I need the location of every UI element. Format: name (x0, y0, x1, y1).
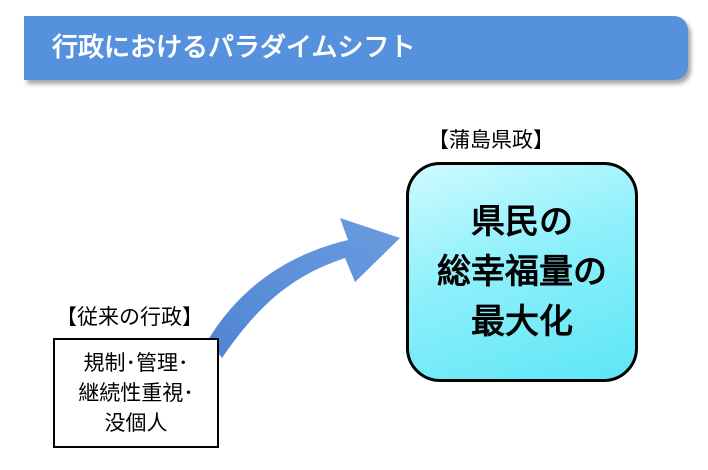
arrow-shape (208, 218, 400, 358)
old-policy-line: 規制･管理･ (83, 351, 189, 375)
old-policy-box: 規制･管理･ 継続性重視･ 没個人 (53, 338, 219, 448)
old-policy-label: 【従来の行政】 (56, 305, 203, 329)
old-policy-line: 没個人 (104, 411, 168, 435)
slide-title: 行政におけるパラダイムシフト (52, 33, 416, 63)
old-policy-line: 継続性重視･ (78, 381, 194, 405)
new-policy-line: 最大化 (471, 302, 573, 342)
new-policy-line: 県民の (471, 202, 573, 242)
title-banner: 行政におけるパラダイムシフト (24, 16, 688, 80)
new-policy-box: 県民の 総幸福量の 最大化 (406, 162, 638, 382)
new-policy-label: 【蒲島県政】 (428, 128, 554, 152)
new-policy-line: 総幸福量の (437, 252, 607, 292)
